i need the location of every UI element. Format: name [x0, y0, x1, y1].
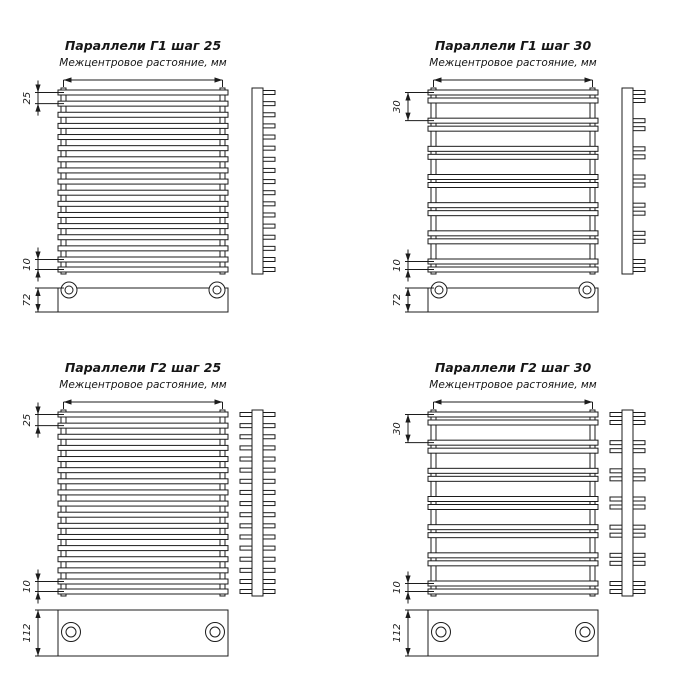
- radiator-drawing-g1-step30: 30 10 72: [392, 77, 646, 313]
- panel-g1-step30: Параллели Г1 шаг 30 Межцентровое растоян…: [376, 38, 676, 320]
- collector-dimension-label: 112: [22, 623, 33, 642]
- front-view: [57, 87, 229, 275]
- panel-subtitle: Межцентровое растояние, мм: [429, 57, 597, 69]
- front-view: [427, 87, 599, 275]
- bottom-view: [427, 609, 599, 657]
- panel-subtitle: Межцентровое растояние, мм: [429, 379, 597, 391]
- bottom-step-dimension-label: 10: [392, 581, 403, 594]
- step-dimension: 30: [392, 92, 434, 122]
- bottom-step-dimension: 10: [392, 249, 434, 282]
- collector-dimension: 112: [22, 609, 64, 657]
- width-dimension: [433, 77, 593, 87]
- collector-dimension: 112: [392, 609, 434, 657]
- collector-dimension: 72: [392, 287, 434, 313]
- panel-subtitle: Межцентровое растояние, мм: [59, 379, 227, 391]
- panel-g2-step25: Параллели Г2 шаг 25 Межцентровое растоян…: [6, 360, 306, 662]
- bottom-view: [57, 609, 229, 657]
- collector-dimension-label: 72: [392, 294, 403, 307]
- bottom-step-dimension: 10: [22, 569, 64, 604]
- panel-title: Параллели Г2 шаг 30: [434, 360, 592, 375]
- radiator-drawing-g2-step30: 30 10 112: [392, 399, 646, 657]
- step-dimension: 30: [392, 414, 434, 444]
- bottom-step-dimension-label: 10: [22, 258, 33, 271]
- panel-title: Параллели Г1 шаг 30: [434, 38, 592, 53]
- step-dimension: 25: [22, 80, 64, 116]
- front-view: [427, 409, 599, 597]
- step-dimension-label: 25: [22, 92, 33, 105]
- panel-title: Параллели Г2 шаг 25: [64, 360, 222, 375]
- width-dimension: [433, 399, 593, 409]
- collector-dimension: 72: [22, 287, 64, 313]
- side-view: [621, 87, 646, 275]
- radiator-drawing-g2-step25: 25 10 112: [22, 399, 276, 657]
- front-view: [57, 409, 229, 597]
- step-dimension: 25: [22, 402, 64, 438]
- bottom-step-dimension-label: 10: [392, 259, 403, 272]
- panel-g2-step30: Параллели Г2 шаг 30 Межцентровое растоян…: [376, 360, 676, 662]
- step-dimension-label: 25: [22, 414, 33, 427]
- bottom-view: [57, 281, 229, 313]
- side-view: [609, 409, 646, 597]
- width-dimension: [63, 399, 223, 409]
- collector-dimension-label: 72: [22, 294, 33, 307]
- panel-title: Параллели Г1 шаг 25: [64, 38, 222, 53]
- side-view: [239, 409, 276, 597]
- bottom-step-dimension-label: 10: [22, 580, 33, 593]
- collector-dimension-label: 112: [392, 623, 403, 642]
- radiator-drawing-g1-step25: 25 10 72: [22, 77, 276, 313]
- bottom-step-dimension: 10: [22, 247, 64, 282]
- bottom-step-dimension: 10: [392, 571, 434, 604]
- panel-g1-step25: Параллели Г1 шаг 25 Межцентровое растоян…: [6, 38, 306, 320]
- side-view: [251, 87, 276, 275]
- panel-subtitle: Межцентровое растояние, мм: [59, 57, 227, 69]
- step-dimension-label: 30: [392, 422, 403, 435]
- width-dimension: [63, 77, 223, 87]
- bottom-view: [427, 281, 599, 313]
- step-dimension-label: 30: [392, 100, 403, 113]
